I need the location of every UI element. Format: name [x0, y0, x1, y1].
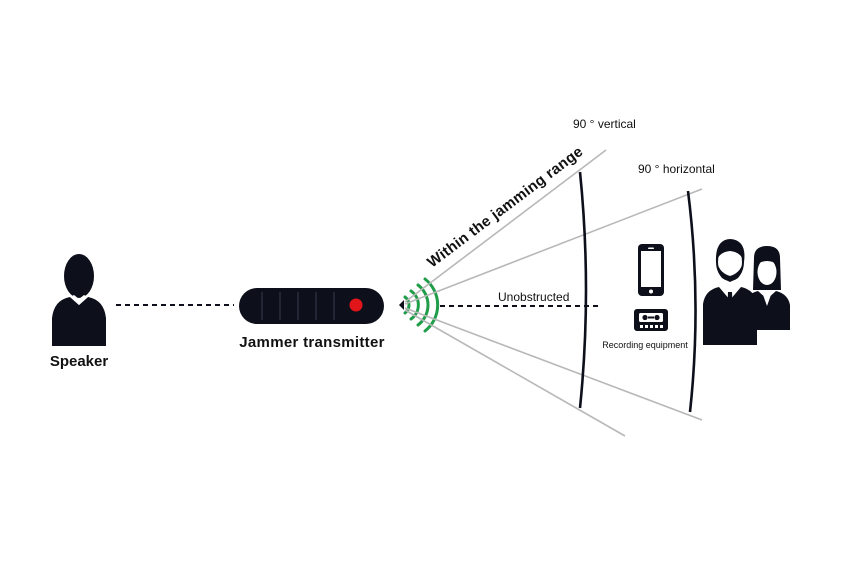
horizontal-angle-label: 90 ° horizontal	[638, 162, 715, 176]
man-silhouette	[703, 239, 757, 345]
jammer-label: Jammer transmitter	[239, 334, 384, 351]
business-people-icon	[703, 239, 790, 345]
jammer-device-icon	[239, 288, 384, 324]
speaker-icon	[52, 254, 106, 346]
vertical-angle-label: 90 ° vertical	[573, 117, 636, 131]
indicator-light	[349, 298, 363, 312]
horizontal-range-arc	[686, 190, 697, 413]
signal-source-point	[399, 300, 404, 310]
smartphone-icon	[638, 244, 664, 296]
jamming-beam-lines	[404, 149, 703, 437]
cassette-recorder-icon	[634, 309, 668, 331]
jamming-range-label: Within the jamming range	[424, 143, 586, 271]
unobstructed-label: Unobstructed	[498, 290, 569, 304]
signal-waves-icon	[403, 277, 440, 333]
recording-equipment-label: Recording equipment	[602, 340, 688, 350]
speaker-label: Speaker	[50, 353, 109, 370]
vertical-range-arc	[578, 171, 588, 409]
